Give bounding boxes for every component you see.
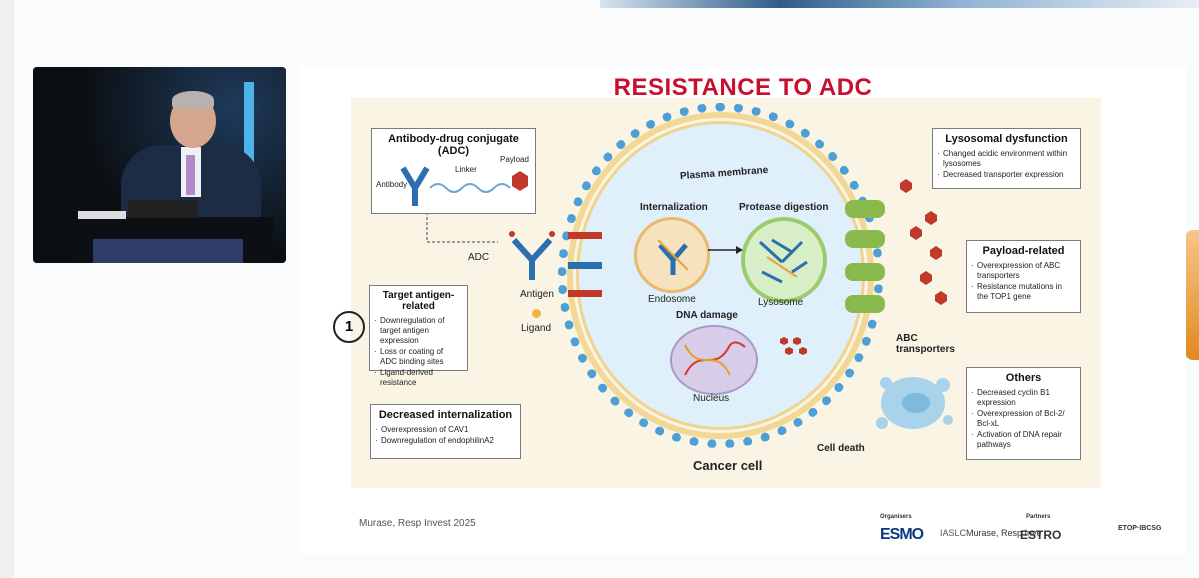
payload-cluster-inner xyxy=(780,337,807,355)
endosome-label: Endosome xyxy=(648,294,696,305)
payload-related-box: Payload-related Overexpression of ABC tr… xyxy=(966,240,1081,313)
podium-band xyxy=(93,239,243,263)
decreased-internalization-box: Decreased internalization Overexpression… xyxy=(370,404,521,459)
list-item: Decreased transporter expression xyxy=(937,170,1074,180)
protease-digestion-label: Protease digestion xyxy=(739,202,829,213)
speaker-video[interactable] xyxy=(33,67,286,263)
abc-transporters-icon xyxy=(845,200,885,313)
adc-label: ADC xyxy=(468,252,490,263)
arrow-endosome-to-lysosome xyxy=(708,246,743,254)
lysosomal-dysfunction-title: Lysosomal dysfunction xyxy=(945,133,1068,145)
target-antigen-title: Target antigen-related xyxy=(382,290,455,312)
list-item: Resistance mutations in the TOP1 gene xyxy=(971,282,1074,302)
right-edge-graphic xyxy=(1185,230,1199,360)
adc-structure-icon xyxy=(400,166,528,206)
paper xyxy=(78,211,126,219)
list-item: Overexpression of Bcl-2/ Bcl-xL xyxy=(971,409,1074,429)
estro-logo: ESTRO xyxy=(1020,528,1062,542)
overlap-text: Murase, Resp Inve xyxy=(966,528,1042,538)
list-item: Overexpression of ABC transporters xyxy=(971,261,1074,281)
antigen-label: Antigen xyxy=(520,289,554,300)
adc-binding-icon xyxy=(509,231,555,280)
cancer-cell-label: Cancer cell xyxy=(693,458,763,473)
list-item: Downregulation of endophilinA2 xyxy=(375,436,514,446)
adc-box-title: Antibody-drug conjugate (ADC) xyxy=(388,133,519,157)
payload-related-list: Overexpression of ABC transporters Resis… xyxy=(967,261,1080,302)
esmo-logo: ESMO xyxy=(880,526,924,543)
etop-logo: ETOP·IBCSG xyxy=(1118,525,1162,532)
payload-label: Payload xyxy=(500,155,529,164)
abc-transporters-label: ABC transporters xyxy=(896,333,955,355)
list-item: Loss or coating of ADC binding sites xyxy=(374,347,461,367)
lysosome-label: Lysosome xyxy=(758,297,804,308)
adc-definition-box: Antibody-drug conjugate (ADC) xyxy=(371,128,536,214)
target-antigen-list: Downregulation of target antigen express… xyxy=(370,316,467,388)
ligand-label: Ligand xyxy=(521,323,552,334)
partners-label: Partners xyxy=(1026,514,1051,520)
others-title: Others xyxy=(1005,372,1042,384)
dna-helix-icon xyxy=(684,341,746,376)
list-item: Changed acidic environment within lysoso… xyxy=(937,149,1074,169)
nucleus-label: Nucleus xyxy=(693,393,730,404)
speaker-tie xyxy=(186,155,195,195)
decreased-internalization-title: Decreased internalization xyxy=(378,409,513,421)
target-antigen-box: Target antigen-related Downregulation of… xyxy=(369,285,468,387)
slide-title: RESISTANCE TO ADC xyxy=(613,74,873,101)
speaker-hair xyxy=(172,91,214,109)
antibody-label: Antibody xyxy=(376,180,408,189)
decreased-internalization-list: Overexpression of CAV1 Downregulation of… xyxy=(371,425,520,446)
endosome-adc-icon xyxy=(657,239,689,275)
lysosomal-dysfunction-list: Changed acidic environment within lysoso… xyxy=(933,149,1080,180)
adc-dashed-connector xyxy=(426,212,498,243)
list-item: Overexpression of CAV1 xyxy=(375,425,514,435)
list-item: Decreased cyclin B1 expression xyxy=(971,388,1074,408)
lysosome-shape xyxy=(741,217,827,303)
linker-label: Linker xyxy=(455,165,477,174)
reference-citation: Murase, Resp Invest 2025 xyxy=(359,518,476,529)
dna-damage-label: DNA damage xyxy=(676,310,738,321)
top-banner-strip xyxy=(600,0,1199,8)
lysosome-fragments-icon xyxy=(758,238,808,284)
cell-death-label: Cell death xyxy=(817,443,865,454)
laptop xyxy=(128,200,198,218)
list-item: Activation of DNA repair pathways xyxy=(971,430,1074,450)
organisers-label: Organisers xyxy=(880,514,912,520)
lysosomal-dysfunction-box: Lysosomal dysfunction Changed acidic env… xyxy=(932,128,1081,189)
cell-death-icon xyxy=(876,377,953,429)
membrane-antigens-icon xyxy=(568,232,602,297)
list-item: Downregulation of target antigen express… xyxy=(374,316,461,346)
ligand-dot xyxy=(532,309,541,318)
others-box: Others Decreased cyclin B1 expression Ov… xyxy=(966,367,1081,460)
payload-related-title: Payload-related xyxy=(982,245,1065,257)
iaslc-logo: IASLC xyxy=(940,528,967,538)
payload-cluster-outer xyxy=(900,179,947,305)
left-edge xyxy=(0,0,14,578)
step-number-badge: 1 xyxy=(333,311,365,343)
others-list: Decreased cyclin B1 expression Overexpre… xyxy=(967,388,1080,450)
sponsor-logos: Organisers Partners ESMO IASLC Murase, R… xyxy=(870,508,1186,554)
internalization-label: Internalization xyxy=(640,202,708,213)
list-item: Ligand-derived resistance xyxy=(374,368,461,388)
